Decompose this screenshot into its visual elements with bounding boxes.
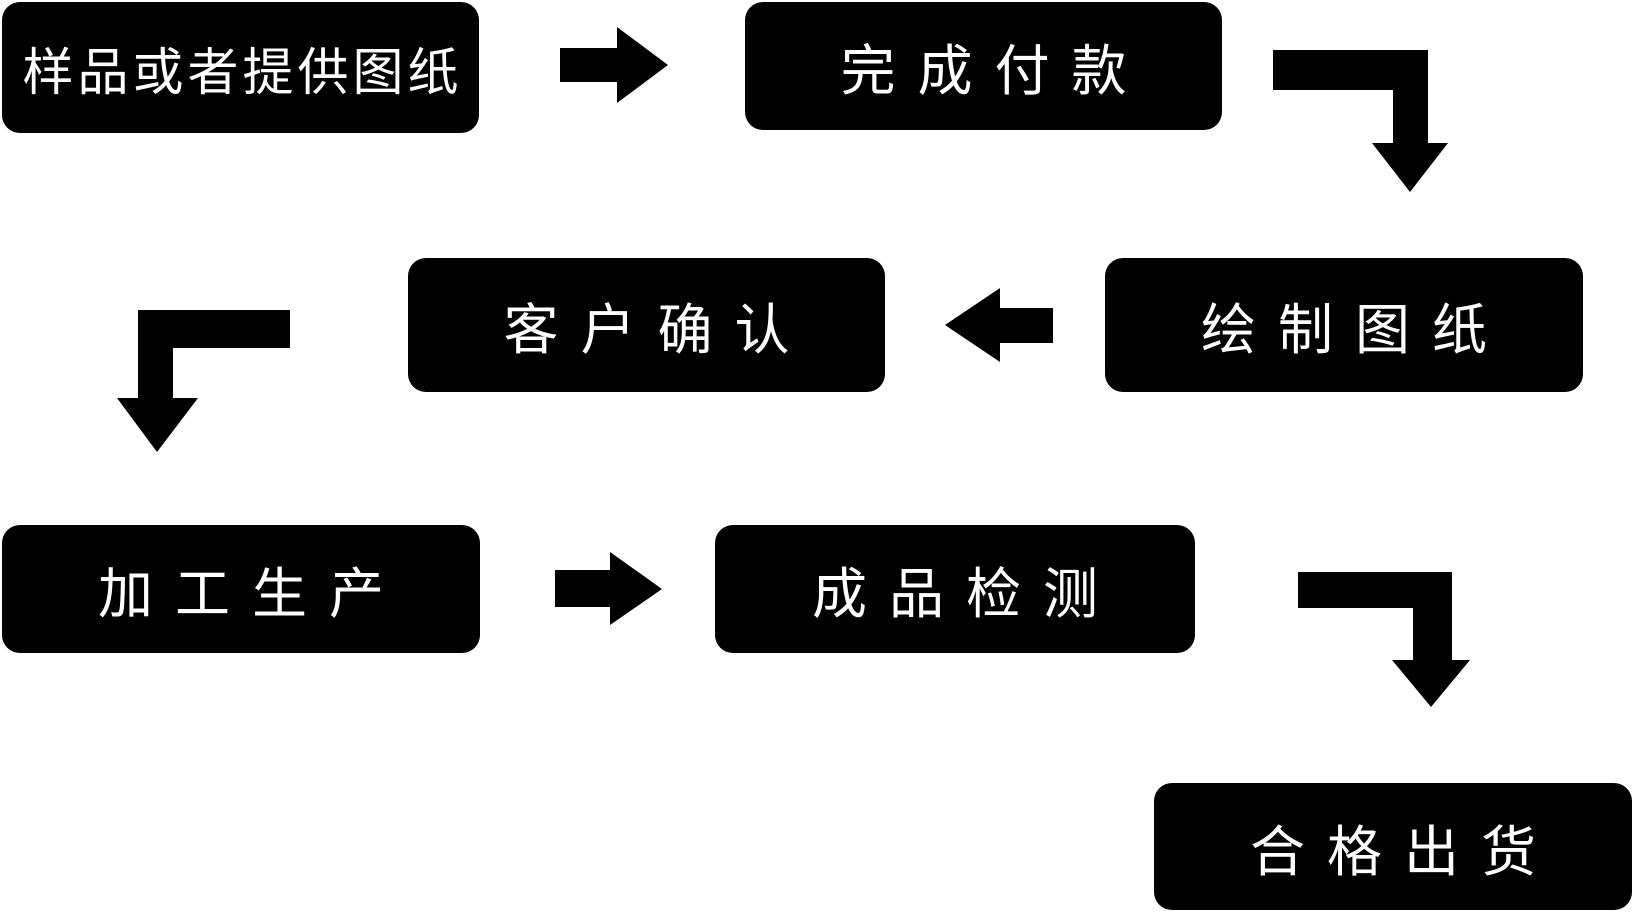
arrow-right-production-to-inspection — [555, 552, 662, 625]
flow-node-label: 完成付款 — [840, 40, 1149, 102]
flow-node-label: 样品或者提供图纸 — [22, 43, 463, 101]
flow-node-customer-confirmation: 客户确认 — [408, 258, 885, 392]
flow-node-label: 绘制图纸 — [1200, 299, 1509, 361]
flow-node-complete-payment: 完成付款 — [745, 2, 1222, 130]
flow-node-label: 合格出货 — [1249, 820, 1558, 883]
flow-node-draw-drawings: 绘制图纸 — [1105, 258, 1583, 392]
flow-node-label: 客户确认 — [503, 299, 812, 361]
arrow-elbow-inspection-to-shipment — [1298, 572, 1470, 707]
arrow-left-draw-to-confirm — [945, 288, 1053, 362]
arrow-right-sample-to-payment — [560, 27, 668, 103]
flow-node-sample-or-drawings: 样品或者提供图纸 — [2, 2, 479, 133]
flow-node-label: 加工生产 — [97, 563, 406, 625]
flow-node-finished-product-inspection: 成品检测 — [715, 525, 1195, 653]
flow-node-processing-production: 加工生产 — [2, 525, 480, 653]
arrow-elbow-payment-to-draw — [1273, 50, 1448, 192]
arrow-elbow-confirm-to-production — [117, 310, 290, 452]
flow-node-qualified-shipment: 合格出货 — [1154, 783, 1632, 910]
flow-node-label: 成品检测 — [811, 563, 1120, 625]
